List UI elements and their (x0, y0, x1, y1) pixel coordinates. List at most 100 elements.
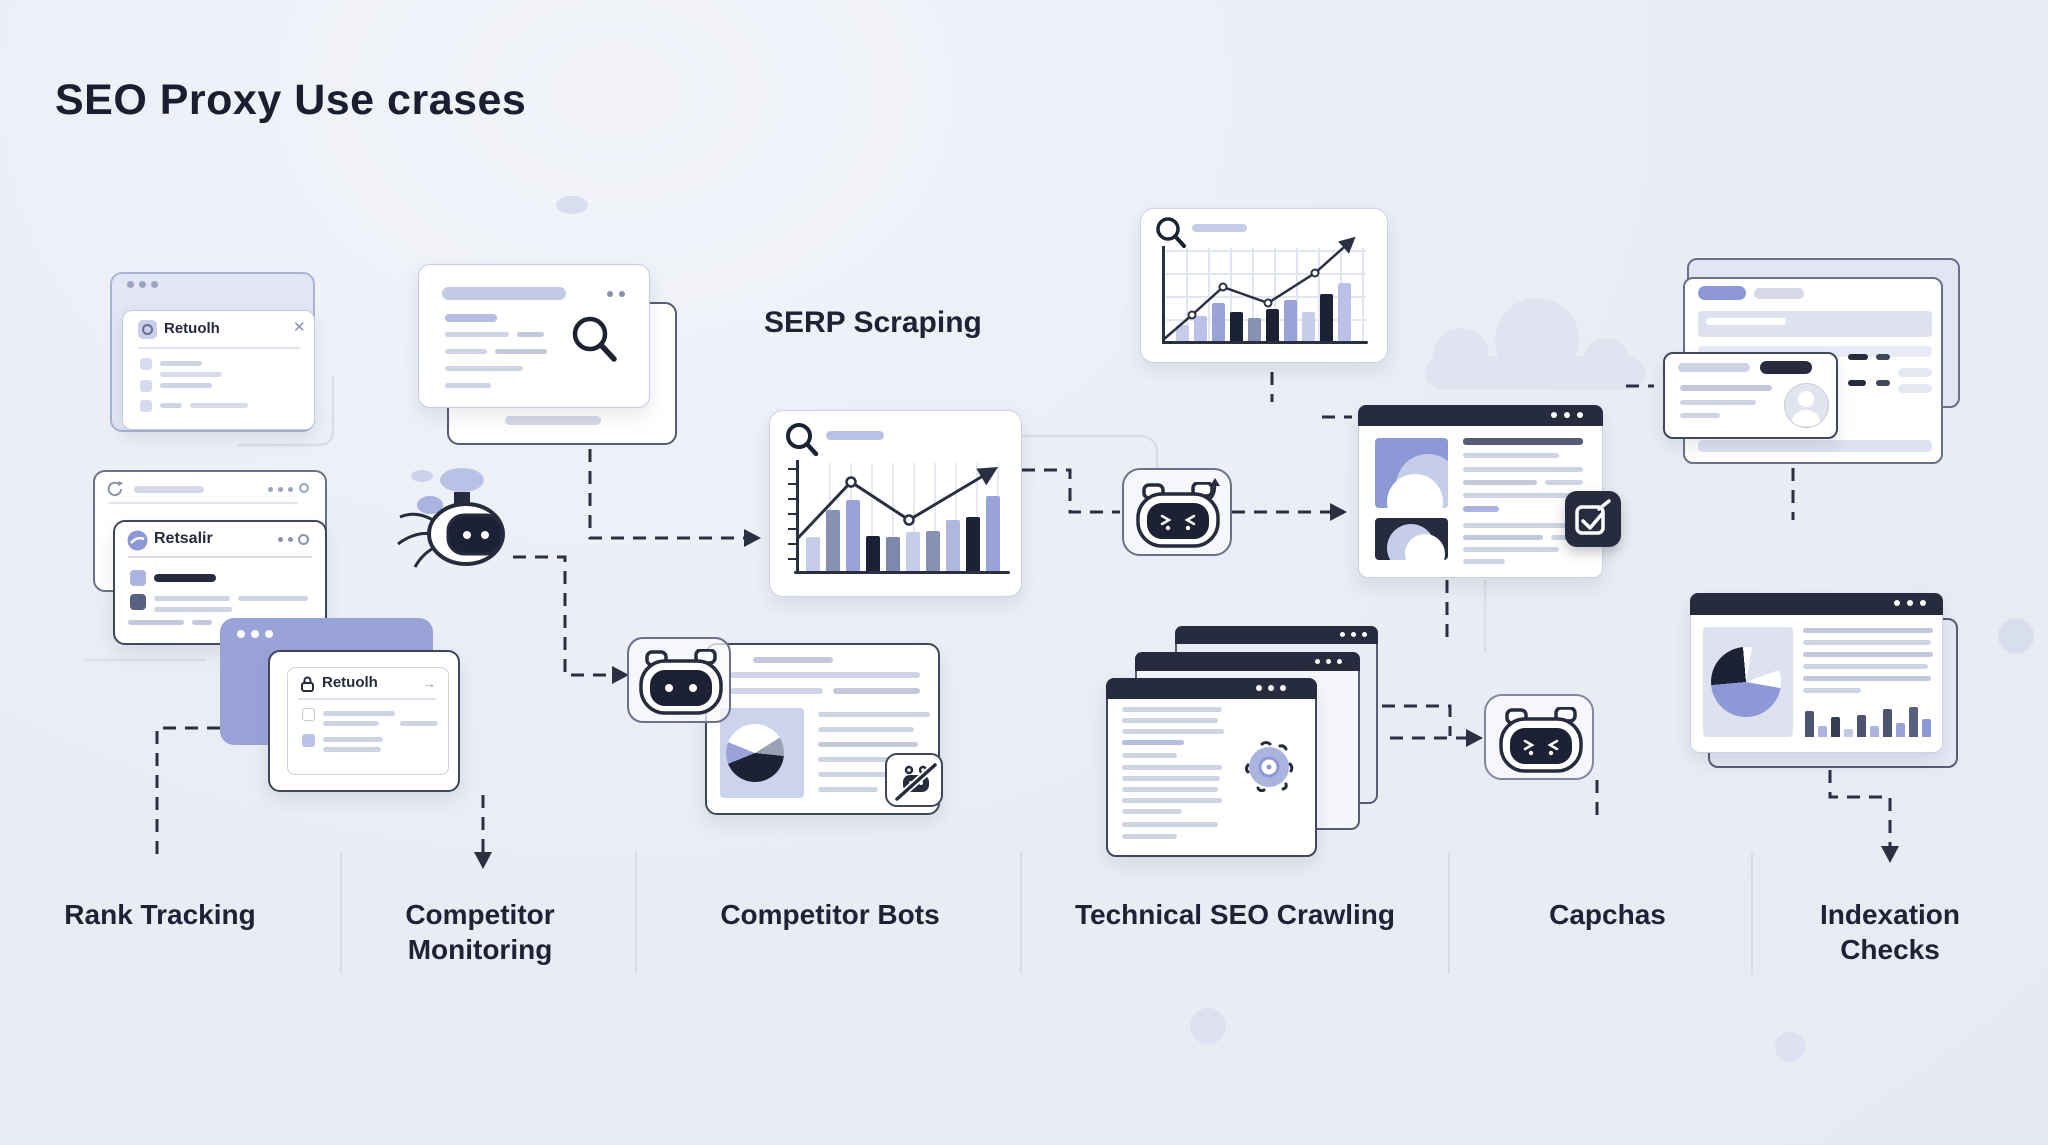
skeleton-line (160, 361, 202, 366)
window-dot (288, 487, 293, 492)
cloud-shape (1425, 298, 1655, 398)
skeleton-line (818, 742, 918, 747)
chart-bar (826, 510, 840, 573)
rank-popup-title: Retuolh (164, 320, 220, 337)
refresh-icon (105, 479, 125, 499)
window-dot (619, 291, 625, 297)
window-dot (278, 487, 283, 492)
top-bar-chart (1176, 280, 1356, 342)
skeleton-pill (1898, 368, 1932, 377)
skeleton-pill (1898, 384, 1932, 393)
chart-bar (806, 537, 820, 573)
decor-blob (1998, 618, 2034, 654)
window-ring-icon (299, 483, 309, 493)
skeleton-line (1803, 664, 1928, 669)
skeleton-line (1706, 318, 1786, 325)
indexation-mini-bar-chart (1805, 705, 1935, 737)
window-dot (1268, 685, 1274, 691)
window-dot (139, 281, 146, 288)
skeleton-line (818, 727, 914, 732)
table-dash-dark (1876, 380, 1890, 386)
skeleton-line (445, 349, 487, 354)
column-divider (1020, 852, 1022, 974)
chart-bar (1805, 711, 1814, 737)
captcha-robot-card (1484, 694, 1594, 780)
skeleton-line (1122, 765, 1222, 770)
arrowhead-down (474, 852, 492, 869)
decor-line (1022, 434, 1159, 468)
skeleton-line (1803, 652, 1933, 657)
result-thumb (130, 570, 146, 586)
label-technical-seo-crawling: Technical SEO Crawling (1074, 899, 1395, 930)
skeleton-line (818, 787, 878, 792)
window-dot (1256, 685, 1262, 691)
chart-bar (1338, 283, 1351, 342)
skeleton-line-dark (1463, 438, 1583, 445)
chart-bar (886, 537, 900, 573)
window-dot (268, 487, 273, 492)
window-dot (1337, 659, 1342, 664)
chart-bar (1883, 709, 1892, 737)
skeleton-line (495, 349, 547, 354)
search-query-pill (1192, 224, 1247, 232)
checkbox-outline (302, 708, 315, 721)
skeleton-line (1463, 523, 1573, 528)
chart-bar (1818, 726, 1827, 737)
skeleton-header (442, 287, 566, 300)
chart-bar (1194, 316, 1207, 342)
competitor-pie-chart (726, 724, 784, 782)
form-inner-panel (287, 667, 449, 775)
robot-head-angry-icon (1499, 706, 1583, 773)
decor-line (238, 376, 335, 447)
chart-bar (1284, 300, 1297, 342)
axis-tick (788, 543, 796, 545)
skeleton-line (160, 403, 182, 408)
chart-bar (1230, 312, 1243, 342)
skeleton-line (1463, 480, 1537, 485)
connector-stack-corner (1382, 704, 1452, 736)
indexation-pie-chart (1711, 647, 1781, 717)
skeleton-line (730, 688, 823, 694)
chart-bar (1896, 723, 1905, 737)
rank-results-title: Retsalir (154, 530, 213, 547)
label-rank-tracking: Rank Tracking (64, 899, 256, 930)
skeleton-line (1463, 547, 1559, 552)
serp-scraping-label: SERP Scraping (764, 306, 982, 339)
axis-tick (788, 483, 796, 485)
chart-bar (946, 520, 960, 573)
arrowhead-down (1881, 846, 1899, 863)
result-thumb (130, 594, 146, 610)
skeleton-line (1122, 809, 1182, 814)
skeleton-line (1803, 676, 1931, 681)
window-dot (1362, 632, 1367, 637)
skeleton-line-accent (1463, 506, 1499, 512)
column-divider (635, 852, 637, 974)
skeleton-line (154, 596, 230, 601)
skeleton-line (833, 688, 920, 694)
connector-indexation-to-label (1828, 770, 1892, 846)
skeleton-line (818, 757, 890, 762)
serp-bar-chart (806, 493, 1006, 573)
window-dot (265, 630, 273, 638)
chart-bar (1212, 303, 1225, 342)
skeleton-line (154, 607, 232, 612)
content-band (1698, 346, 1932, 357)
separator (108, 502, 298, 504)
skeleton-line (1803, 628, 1933, 633)
skeleton-line (1122, 776, 1220, 781)
window-dot (1551, 412, 1557, 418)
label-competitor-bots: Competitor Bots (720, 899, 940, 930)
connector-serp-to-robot (1022, 468, 1120, 514)
serp-chart-baseline (794, 571, 1010, 574)
top-chart-baseline (1162, 341, 1368, 344)
skeleton-line (505, 416, 601, 425)
axis-tick (788, 468, 796, 470)
chart-bar (1248, 318, 1261, 342)
skeleton-line (1122, 834, 1177, 839)
skeleton-line (1122, 718, 1218, 723)
separator (128, 556, 312, 558)
content-band (1698, 440, 1932, 452)
skeleton-line (192, 620, 212, 625)
table-dash-dark (1848, 380, 1866, 386)
